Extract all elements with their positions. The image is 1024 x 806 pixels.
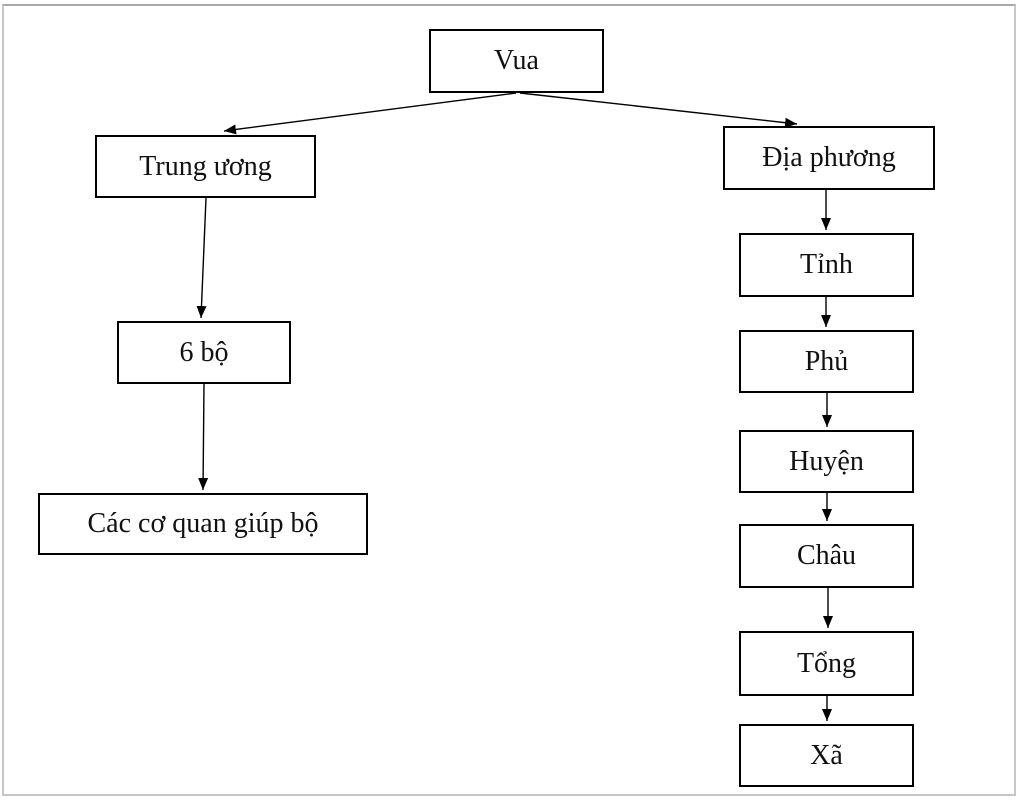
node-tinh-label: Tỉnh xyxy=(800,249,853,280)
node-tong-label: Tổng xyxy=(796,647,857,679)
node-cac-co-quan-giup-bo: Các cơ quan giúp bộ xyxy=(38,493,368,555)
node-huyen-label: Huyện xyxy=(789,445,864,477)
node-dia-phuong: Địa phương xyxy=(723,126,935,190)
node-chau-label: Châu xyxy=(796,540,857,571)
arrow-vua-to-dia-phuong xyxy=(519,92,798,128)
node-dia-phuong-label: Địa phương xyxy=(762,142,896,173)
node-vua: Vua xyxy=(429,29,604,93)
arrow-6-bo-to-co-quan xyxy=(198,383,209,491)
node-chau: Châu xyxy=(739,524,914,588)
node-6-bo: 6 bộ xyxy=(117,321,291,384)
node-trung-uong-label: Trung ương xyxy=(139,150,272,182)
arrow-vua-to-trung-uong xyxy=(223,92,517,135)
node-trung-uong: Trung ương xyxy=(95,135,316,198)
node-tong: Tổng xyxy=(739,631,914,696)
node-phu: Phủ xyxy=(739,330,914,393)
node-6-bo-label: 6 bộ xyxy=(179,336,229,368)
node-huyen: Huyện xyxy=(739,430,914,493)
arrow-trung-uong-to-6-bo xyxy=(196,197,207,319)
node-xa-label: Xã xyxy=(810,739,843,771)
node-vua-label: Vua xyxy=(494,45,539,76)
node-xa: Xã xyxy=(739,724,914,787)
node-phu-label: Phủ xyxy=(804,345,849,377)
node-cac-co-quan-giup-bo-label: Các cơ quan giúp bộ xyxy=(87,508,319,539)
node-tinh: Tỉnh xyxy=(739,233,914,297)
